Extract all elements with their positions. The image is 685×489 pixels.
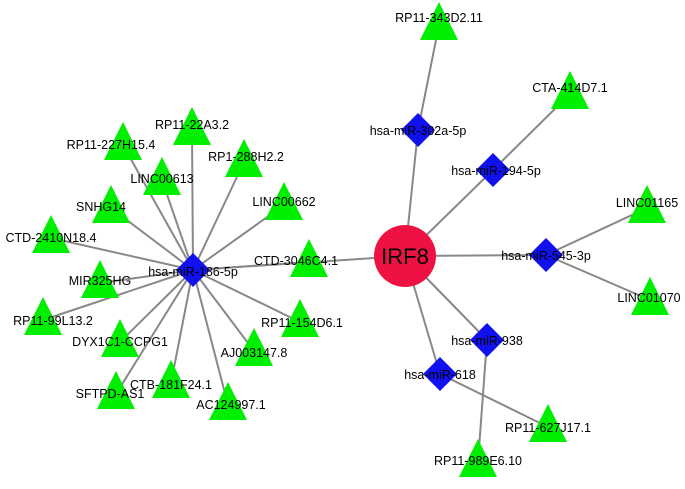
lncrna-node-rp11-154d6-1[interactable] (281, 299, 319, 337)
lncrna-node-ctd-2410n18-4[interactable] (32, 215, 70, 253)
lncrna-node-ctd-3046c4-1[interactable] (290, 239, 328, 277)
mirna-node-hsa-mir-545-3p[interactable] (529, 238, 563, 272)
edge-m186-rp11-227h15-4 (122, 144, 194, 271)
lncrna-node-ctb-181f24-1[interactable] (152, 360, 190, 398)
edge-m618-rp11-627j17-1 (439, 373, 549, 428)
lncrna-node-rp11-22a3-2[interactable] (173, 107, 211, 145)
lncrna-node-rp11-227h15-4[interactable] (104, 122, 142, 160)
lncrna-node-linc00613[interactable] (143, 157, 181, 195)
lncrna-label-rp11-99l13-2: RP11-99L13.2 (13, 314, 93, 328)
lncrna-node-sftpd-as1[interactable] (97, 371, 135, 409)
edge-m545-linc01165 (545, 207, 648, 256)
edge-m186-aj003147-8 (192, 269, 255, 352)
lncrna-label-rp11-989e6-10: RP11-989E6.10 (434, 454, 522, 468)
mirna-node-hsa-mir-618[interactable] (423, 357, 457, 391)
mirna-label-hsa-mir-302a-5p: hsa-miR-302a-5p (370, 124, 467, 138)
lncrna-label-sftpd-as1: SFTPD-AS1 (76, 387, 145, 401)
mirna-label-hsa-mir-938: hsa-miR-938 (451, 334, 523, 348)
lncrna-label-ctd-2410n18-4: CTD-2410N18.4 (5, 231, 96, 245)
lncrna-node-mir325hg[interactable] (81, 260, 119, 298)
lncrna-node-dyx1c1-ccpg1[interactable] (101, 319, 139, 357)
lncrna-node-rp11-989e6-10[interactable] (459, 439, 497, 477)
lncrna-label-aj003147-8: AJ003147.8 (221, 346, 288, 360)
lncrna-label-linc00613: LINC00613 (130, 172, 193, 186)
lncrna-node-aj003147-8[interactable] (235, 328, 273, 366)
edge-m302-rp11-343d2-11 (417, 24, 440, 131)
lncrna-label-rp11-227h15-4: RP11-227H15.4 (67, 138, 156, 152)
lncrna-node-linc01165[interactable] (628, 185, 666, 223)
lncrna-label-rp11-627j17-1: RP11-627J17.1 (505, 421, 591, 435)
lncrna-label-cta-414d7-1: CTA-414D7.1 (532, 81, 608, 95)
lncrna-node-rp11-627j17-1[interactable] (529, 404, 567, 442)
lncrna-label-ctd-3046c4-1: CTD-3046C4.1 (254, 254, 338, 268)
lncrna-node-ac124997-1[interactable] (209, 382, 247, 420)
edge-m186-ctd-3046c4-1 (192, 261, 310, 271)
edge-m186-ctd-2410n18-4 (50, 237, 194, 271)
lncrna-label-mir325hg: MIR325HG (69, 274, 132, 288)
lncrna-label-dyx1c1-ccpg1: DYX1C1-CCPG1 (72, 335, 168, 349)
edge-m186-mir325hg (99, 269, 194, 284)
lncrna-node-linc01070[interactable] (631, 277, 669, 315)
lncrna-label-rp11-343d2-11: RP11-343D2.11 (395, 11, 483, 25)
hub-node-irf8[interactable] (374, 225, 436, 287)
mirna-label-hsa-mir-545-3p: hsa-miR-545-3p (501, 249, 591, 263)
mirna-node-hsa-mir-194-5p[interactable] (476, 153, 510, 187)
mirna-label-hsa-mir-186-5p: hsa-miR-186-5p (148, 265, 238, 279)
label-layer: RP11-343D2.11CTA-414D7.1LINC01165LINC010… (5, 11, 680, 468)
lncrna-node-snhg14[interactable] (92, 185, 130, 223)
lncrna-label-linc01070: LINC01070 (617, 291, 680, 305)
lncrna-node-linc00662[interactable] (265, 182, 303, 220)
lncrna-node-rp11-343d2-11[interactable] (420, 2, 458, 40)
lncrna-label-linc01165: LINC01165 (616, 196, 678, 210)
node-layer (24, 2, 669, 477)
edge-m186-rp11-99l13-2 (42, 269, 194, 321)
edge-m186-ac124997-1 (192, 269, 229, 406)
mirna-label-hsa-mir-194-5p: hsa-miR-194-5p (451, 164, 541, 178)
mirna-node-hsa-mir-938[interactable] (470, 323, 504, 357)
lncrna-node-rp11-99l13-2[interactable] (24, 297, 62, 335)
lncrna-node-cta-414d7-1[interactable] (551, 71, 589, 109)
lncrna-label-rp1-288h2-2: RP1-288H2.2 (208, 150, 284, 164)
mirna-node-hsa-mir-302a-5p[interactable] (401, 113, 435, 147)
lncrna-label-ac124997-1: AC124997.1 (196, 398, 266, 412)
lncrna-label-rp11-22a3-2: RP11-22A3.2 (155, 118, 229, 132)
edge-m938-rp11-989e6-10 (477, 339, 488, 463)
edge-m545-linc01070 (545, 254, 651, 301)
mirna-node-hsa-mir-186-5p[interactable] (176, 253, 210, 287)
edge-m186-dyx1c1-ccpg1 (119, 269, 194, 343)
lncrna-label-linc00662: LINC00662 (252, 195, 315, 209)
lncrna-label-ctb-181f24-1: CTB-181F24.1 (130, 378, 212, 392)
lncrna-node-rp1-288h2-2[interactable] (225, 139, 263, 177)
lncrna-label-rp11-154d6-1: RP11-154D6.1 (261, 316, 343, 330)
hub-label-irf8: IRF8 (381, 244, 429, 269)
edge-m186-rp11-22a3-2 (191, 129, 194, 271)
edge-m186-rp11-154d6-1 (192, 269, 301, 323)
edge-m186-rp1-288h2-2 (192, 161, 245, 271)
edge-m186-ctb-181f24-1 (170, 269, 194, 384)
lncrna-label-snhg14: SNHG14 (76, 200, 126, 214)
mirna-label-hsa-mir-618: hsa-miR-618 (404, 368, 476, 382)
edge-m186-sftpd-as1 (115, 269, 194, 395)
